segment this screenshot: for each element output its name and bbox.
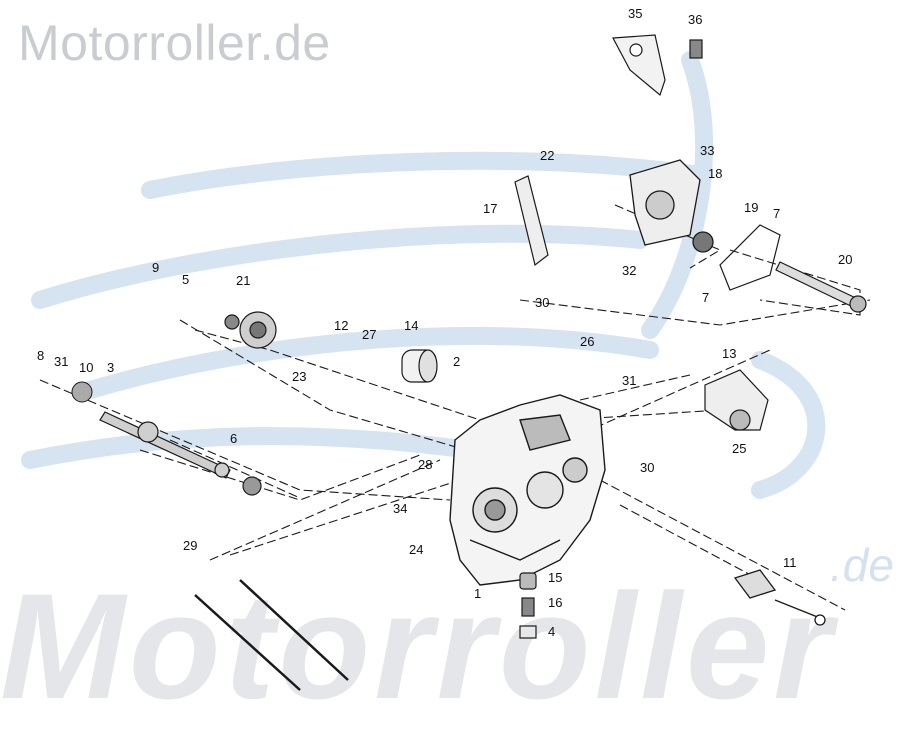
callout-36: 36 — [688, 12, 702, 27]
callout-13: 13 — [722, 346, 736, 361]
washer-part — [71, 381, 93, 403]
callout-17: 17 — [483, 201, 497, 216]
callout-1: 1 — [474, 586, 481, 601]
callout-19: 19 — [744, 200, 758, 215]
watermark-swoosh — [21, 51, 826, 499]
callout-12: 12 — [334, 318, 348, 333]
drain-plug-part — [519, 572, 537, 639]
starter-motor-part — [704, 369, 769, 431]
cover-part — [629, 159, 714, 253]
callout-25: 25 — [732, 441, 746, 456]
callout-23: 23 — [292, 369, 306, 384]
callout-20: 20 — [838, 252, 852, 267]
callout-7: 7 — [702, 290, 709, 305]
callout-26: 26 — [580, 334, 594, 349]
callout-21: 21 — [236, 273, 250, 288]
gear-part — [224, 311, 277, 349]
crankcase-part — [449, 394, 606, 586]
callout-30: 30 — [640, 460, 654, 475]
gasket-part — [719, 224, 781, 291]
callout-16: 16 — [548, 595, 562, 610]
callout-4: 4 — [548, 624, 555, 639]
callout-35: 35 — [628, 6, 642, 21]
callout-6: 6 — [230, 431, 237, 446]
callout-31: 31 — [622, 373, 636, 388]
callout-5: 5 — [182, 272, 189, 287]
callout-29: 29 — [183, 538, 197, 553]
callout-8: 8 — [37, 348, 44, 363]
sensor-part — [514, 175, 549, 267]
callout-10: 10 — [79, 360, 93, 375]
callout-34: 34 — [393, 501, 407, 516]
callout-14: 14 — [404, 318, 418, 333]
callout-9: 9 — [152, 260, 159, 275]
callout-31: 31 — [54, 354, 68, 369]
callout-15: 15 — [548, 570, 562, 585]
callout-3: 3 — [107, 360, 114, 375]
bracket-part — [612, 34, 703, 97]
callout-28: 28 — [418, 457, 432, 472]
filter-part — [733, 569, 826, 626]
watermark-bottom-suffix: .de — [830, 539, 894, 591]
callout-33: 33 — [700, 143, 714, 158]
callout-7: 7 — [773, 206, 780, 221]
leader-lines — [39, 204, 871, 611]
shaft-part — [775, 261, 867, 313]
cylinder-part — [401, 349, 438, 383]
spindle-part — [99, 411, 262, 496]
callout-30: 30 — [535, 295, 549, 310]
watermark-bottom: Motorroller — [0, 562, 836, 730]
callout-32: 32 — [622, 263, 636, 278]
callout-11: 11 — [783, 555, 797, 570]
callout-27: 27 — [362, 327, 376, 342]
callout-24: 24 — [409, 542, 423, 557]
stud-bolt-part — [194, 579, 349, 691]
callout-22: 22 — [540, 148, 554, 163]
callout-18: 18 — [708, 166, 722, 181]
callout-2: 2 — [453, 354, 460, 369]
watermark-top: Motorroller.de — [18, 15, 331, 71]
